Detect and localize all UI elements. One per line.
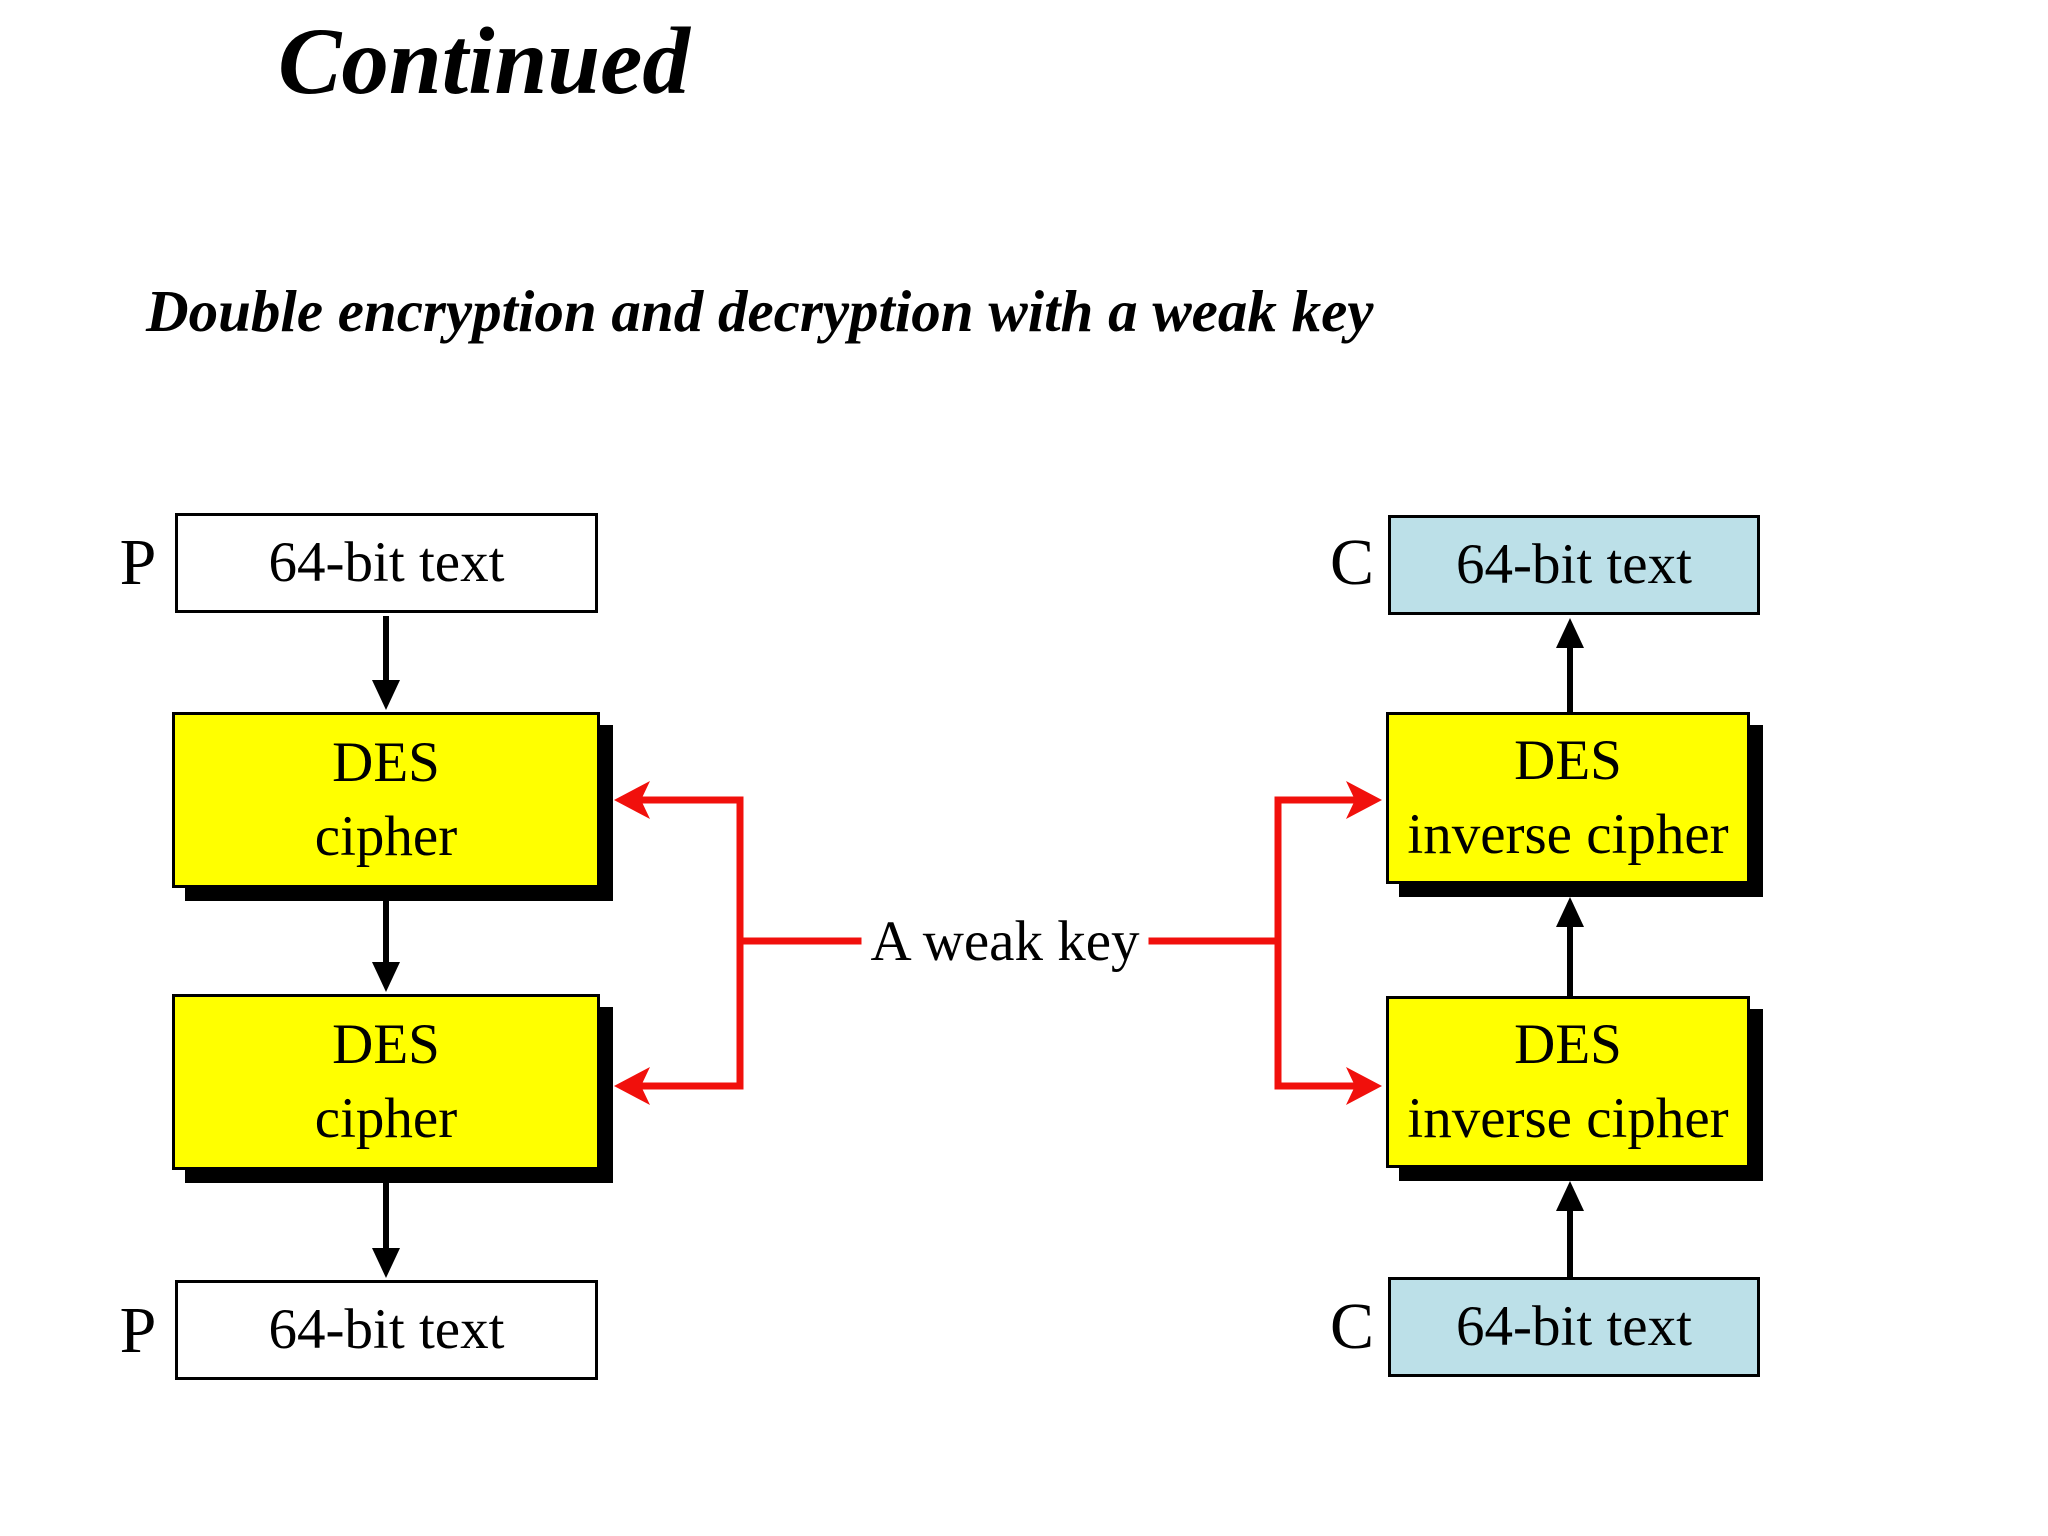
ciphertext-output-text: 64-bit text (1456, 1294, 1692, 1358)
ciphertext-label-bottom: C (1329, 1290, 1375, 1363)
figure-caption: Double encryption and decryption with a … (146, 278, 1374, 344)
weak-key-label: A weak key (870, 910, 1140, 973)
arrow-des2-to-plaintext-icon (372, 1183, 400, 1278)
des-cipher-1-line2: cipher (314, 805, 458, 868)
arrow-plaintext-to-des1-icon (372, 616, 400, 710)
des-inverse-cipher-1-box: DES inverse cipher (1386, 712, 1750, 884)
des-inverse-cipher-2-box: DES inverse cipher (1386, 996, 1750, 1168)
weak-key-connector-right (1148, 781, 1382, 1105)
des-cipher-1-line1: DES (332, 730, 440, 794)
des-inverse-cipher-2-line2: inverse cipher (1407, 1087, 1729, 1150)
plaintext-label-top: P (119, 526, 157, 599)
page-title: Continued (278, 8, 690, 114)
des-cipher-2-box: DES cipher (172, 994, 600, 1170)
des-inverse-cipher-1-line2: inverse cipher (1407, 803, 1729, 866)
arrow-ciphertext-to-inverse2-icon (1556, 1181, 1584, 1277)
weak-key-connector-left (614, 781, 862, 1105)
arrow-des1-to-des2-icon (372, 901, 400, 992)
plaintext-label-bottom: P (119, 1294, 157, 1367)
ciphertext-output-box: 64-bit text (1388, 1277, 1760, 1377)
des-inverse-cipher-1-line1: DES (1514, 728, 1622, 792)
arrow-inverse1-to-ciphertext-icon (1556, 618, 1584, 712)
plaintext-input-text: 64-bit text (268, 530, 505, 594)
ciphertext-input-box: 64-bit text (1388, 515, 1760, 615)
des-cipher-1-box: DES cipher (172, 712, 600, 888)
plaintext-input-box: 64-bit text (175, 513, 598, 613)
ciphertext-input-text: 64-bit text (1456, 532, 1692, 596)
des-inverse-cipher-2-line1: DES (1514, 1012, 1622, 1076)
ciphertext-label-top: C (1329, 526, 1375, 599)
des-cipher-2-line2: cipher (314, 1087, 458, 1150)
arrow-inverse2-to-inverse1-icon (1556, 897, 1584, 996)
plaintext-output-text: 64-bit text (268, 1297, 505, 1361)
des-cipher-2-line1: DES (332, 1012, 440, 1076)
plaintext-output-box: 64-bit text (175, 1280, 598, 1380)
